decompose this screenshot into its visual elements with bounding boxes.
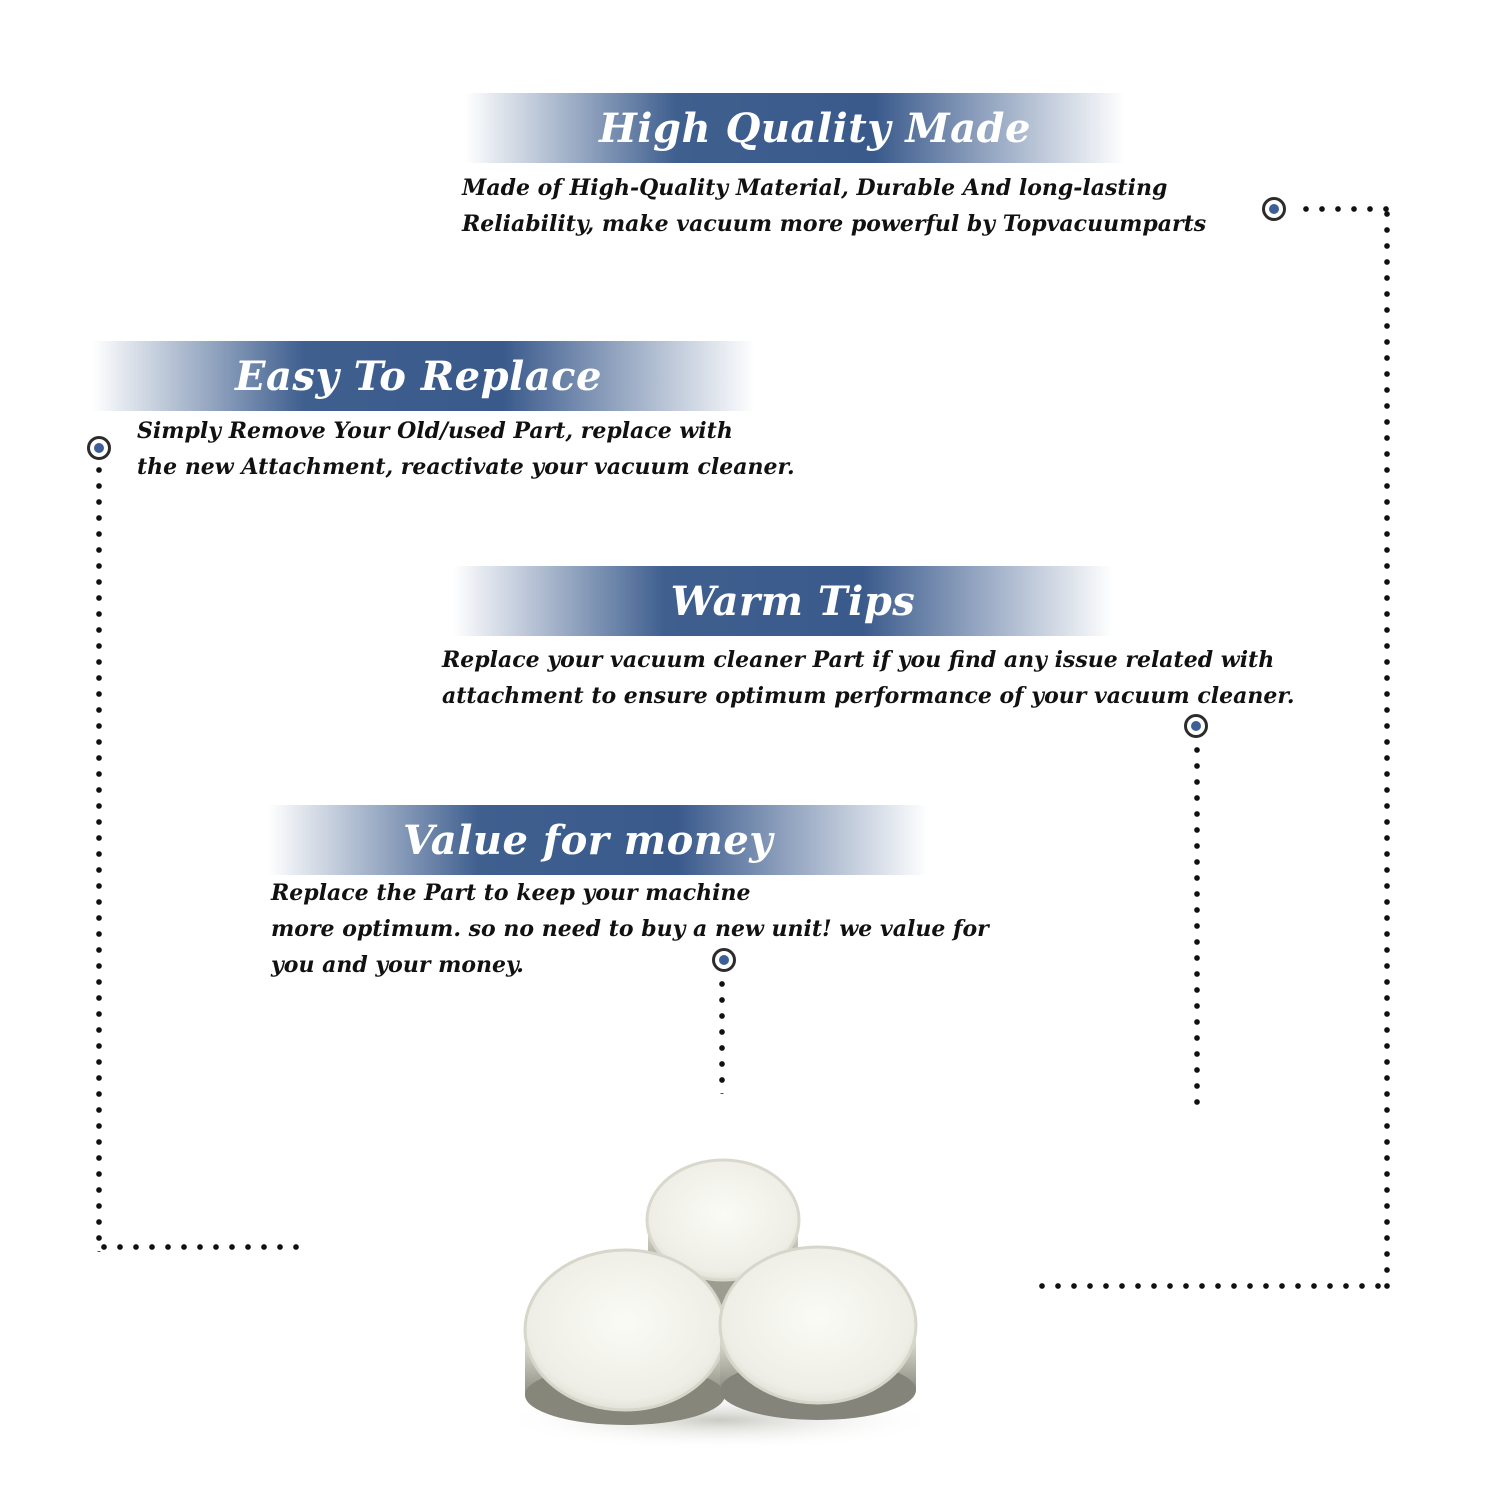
feature-description-warm-tips: Replace your vacuum cleaner Part if you …: [442, 642, 1295, 714]
filter-pads-image: [500, 1158, 940, 1450]
banner-title: Warm Tips: [670, 577, 916, 625]
banner-title: Easy To Replace: [235, 352, 602, 400]
circle-marker-icon: [1184, 714, 1208, 738]
circle-marker-icon: [712, 948, 736, 972]
description-line: Simply Remove Your Old/used Part, replac…: [137, 418, 733, 444]
banner-warm-tips: Warm Tips: [453, 566, 1113, 636]
connector-bottom-left-horizontal: [96, 1244, 300, 1250]
description-line: Replace your vacuum cleaner Part if you …: [442, 647, 1275, 673]
circle-marker-icon: [87, 436, 111, 460]
connector-warm-tips-vertical: [1194, 742, 1200, 1108]
filter-pad: [718, 1245, 918, 1420]
banner-title: Value for money: [402, 816, 774, 864]
banner-value-money: Value for money: [268, 805, 928, 875]
filter-pad: [523, 1248, 727, 1425]
banner-easy-replace: Easy To Replace: [92, 341, 755, 411]
feature-description-value-money: Replace the Part to keep your machine mo…: [271, 875, 989, 983]
description-line: Made of High-Quality Material, Durable A…: [462, 175, 1168, 201]
banner-title: High Quality Made: [599, 104, 1031, 152]
connector-value-vertical: [719, 976, 725, 1094]
description-line: the new Attachment, reactivate your vacu…: [137, 454, 795, 480]
description-line: Reliability, make vacuum more powerful b…: [462, 211, 1207, 237]
connector-bottom-right-horizontal: [1034, 1283, 1390, 1289]
description-line: more optimum. so no need to buy a new un…: [271, 916, 989, 942]
connector-top-right-horizontal: [1298, 206, 1390, 212]
connector-left-vertical: [96, 462, 102, 1252]
banner-high-quality: High Quality Made: [465, 93, 1125, 163]
circle-marker-icon: [1262, 197, 1286, 221]
feature-description-high-quality: Made of High-Quality Material, Durable A…: [462, 170, 1206, 242]
description-line: attachment to ensure optimum performance…: [442, 683, 1295, 709]
feature-description-easy-replace: Simply Remove Your Old/used Part, replac…: [137, 413, 795, 485]
connector-right-vertical: [1384, 206, 1390, 1292]
description-line: you and your money.: [271, 952, 524, 978]
description-line: Replace the Part to keep your machine: [271, 880, 751, 906]
